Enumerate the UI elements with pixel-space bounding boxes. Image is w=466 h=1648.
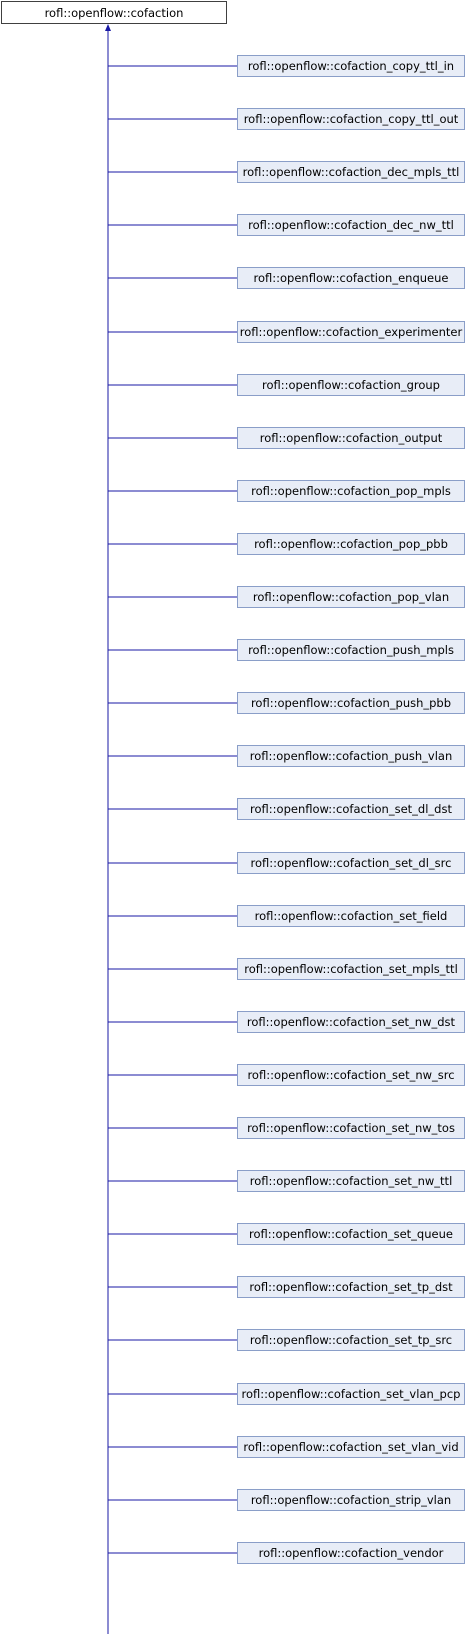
- derived-class-node[interactable]: rofl::openflow::cofaction_dec_mpls_ttl: [237, 161, 465, 183]
- derived-class-label: rofl::openflow::cofaction_pop_vlan: [252, 590, 450, 604]
- derived-class-label: rofl::openflow::cofaction_set_nw_src: [247, 1068, 455, 1082]
- derived-class-label: rofl::openflow::cofaction_set_queue: [249, 1227, 453, 1241]
- derived-class-node[interactable]: rofl::openflow::cofaction_set_queue: [237, 1223, 465, 1245]
- derived-class-label: rofl::openflow::cofaction_set_vlan_pcp: [241, 1387, 461, 1401]
- derived-class-node[interactable]: rofl::openflow::cofaction_set_vlan_pcp: [237, 1383, 465, 1405]
- derived-class-node[interactable]: rofl::openflow::cofaction_copy_ttl_out: [237, 108, 465, 130]
- derived-class-node[interactable]: rofl::openflow::cofaction_set_vlan_vid: [237, 1436, 465, 1458]
- base-class-node[interactable]: rofl::openflow::cofaction: [1, 1, 227, 24]
- derived-class-node[interactable]: rofl::openflow::cofaction_group: [237, 374, 465, 396]
- derived-class-label: rofl::openflow::cofaction_experimenter: [239, 325, 463, 339]
- derived-class-label: rofl::openflow::cofaction_pop_mpls: [251, 484, 451, 498]
- derived-class-label: rofl::openflow::cofaction_enqueue: [253, 271, 449, 285]
- derived-class-node[interactable]: rofl::openflow::cofaction_experimenter: [237, 321, 465, 343]
- derived-class-node[interactable]: rofl::openflow::cofaction_set_nw_ttl: [237, 1170, 465, 1192]
- derived-class-node[interactable]: rofl::openflow::cofaction_set_field: [237, 905, 465, 927]
- derived-class-label: rofl::openflow::cofaction_output: [259, 431, 443, 445]
- derived-class-label: rofl::openflow::cofaction_set_tp_dst: [249, 1280, 453, 1294]
- base-class-label: rofl::openflow::cofaction: [44, 5, 184, 20]
- derived-class-label: rofl::openflow::cofaction_pop_pbb: [254, 537, 448, 551]
- derived-class-label: rofl::openflow::cofaction_dec_mpls_ttl: [242, 165, 460, 179]
- derived-class-node[interactable]: rofl::openflow::cofaction_dec_nw_ttl: [237, 214, 465, 236]
- derived-class-label: rofl::openflow::cofaction_set_nw_dst: [246, 1015, 456, 1029]
- derived-class-node[interactable]: rofl::openflow::cofaction_push_mpls: [237, 639, 465, 661]
- derived-class-label: rofl::openflow::cofaction_strip_vlan: [250, 1493, 452, 1507]
- derived-class-label: rofl::openflow::cofaction_set_field: [254, 909, 448, 923]
- derived-class-node[interactable]: rofl::openflow::cofaction_set_nw_dst: [237, 1011, 465, 1033]
- derived-class-node[interactable]: rofl::openflow::cofaction_set_dl_src: [237, 852, 465, 874]
- derived-class-node[interactable]: rofl::openflow::cofaction_pop_vlan: [237, 586, 465, 608]
- derived-class-node[interactable]: rofl::openflow::cofaction_set_mpls_ttl: [237, 958, 465, 980]
- derived-class-label: rofl::openflow::cofaction_push_mpls: [248, 643, 454, 657]
- derived-class-label: rofl::openflow::cofaction_set_nw_ttl: [249, 1174, 453, 1188]
- derived-class-node[interactable]: rofl::openflow::cofaction_enqueue: [237, 267, 465, 289]
- derived-class-node[interactable]: rofl::openflow::cofaction_strip_vlan: [237, 1489, 465, 1511]
- derived-class-label: rofl::openflow::cofaction_push_vlan: [249, 749, 453, 763]
- derived-class-node[interactable]: rofl::openflow::cofaction_copy_ttl_in: [237, 55, 465, 77]
- derived-class-label: rofl::openflow::cofaction_set_mpls_ttl: [244, 962, 458, 976]
- derived-class-label: rofl::openflow::cofaction_vendor: [258, 1546, 444, 1560]
- derived-class-label: rofl::openflow::cofaction_set_dl_src: [250, 856, 452, 870]
- derived-class-node[interactable]: rofl::openflow::cofaction_push_vlan: [237, 745, 465, 767]
- derived-class-label: rofl::openflow::cofaction_dec_nw_ttl: [248, 218, 454, 232]
- derived-class-node[interactable]: rofl::openflow::cofaction_set_dl_dst: [237, 798, 465, 820]
- derived-class-label: rofl::openflow::cofaction_set_vlan_vid: [243, 1440, 459, 1454]
- derived-class-node[interactable]: rofl::openflow::cofaction_pop_pbb: [237, 533, 465, 555]
- derived-class-node[interactable]: rofl::openflow::cofaction_output: [237, 427, 465, 449]
- derived-class-node[interactable]: rofl::openflow::cofaction_set_nw_tos: [237, 1117, 465, 1139]
- derived-class-label: rofl::openflow::cofaction_set_tp_src: [249, 1333, 453, 1347]
- derived-class-node[interactable]: rofl::openflow::cofaction_set_tp_dst: [237, 1276, 465, 1298]
- derived-class-node[interactable]: rofl::openflow::cofaction_set_tp_src: [237, 1329, 465, 1351]
- derived-class-node[interactable]: rofl::openflow::cofaction_set_nw_src: [237, 1064, 465, 1086]
- derived-class-label: rofl::openflow::cofaction_copy_ttl_out: [243, 112, 459, 126]
- derived-class-node[interactable]: rofl::openflow::cofaction_vendor: [237, 1542, 465, 1564]
- derived-class-label: rofl::openflow::cofaction_set_nw_tos: [247, 1121, 455, 1135]
- derived-class-node[interactable]: rofl::openflow::cofaction_push_pbb: [237, 692, 465, 714]
- inheritance-arrowhead: [105, 24, 111, 31]
- derived-class-node[interactable]: rofl::openflow::cofaction_pop_mpls: [237, 480, 465, 502]
- derived-class-label: rofl::openflow::cofaction_group: [262, 378, 440, 392]
- derived-class-label: rofl::openflow::cofaction_push_pbb: [250, 696, 452, 710]
- derived-class-label: rofl::openflow::cofaction_set_dl_dst: [250, 802, 452, 816]
- derived-class-label: rofl::openflow::cofaction_copy_ttl_in: [247, 59, 455, 73]
